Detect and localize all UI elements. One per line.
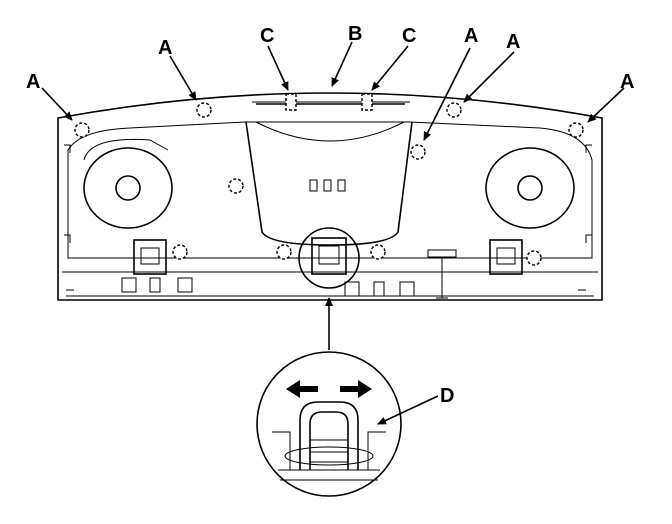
detail-view xyxy=(256,351,402,497)
label-a-left: A xyxy=(26,71,40,93)
label-b: B xyxy=(348,23,362,45)
label-a-right: A xyxy=(620,71,634,93)
left-speaker xyxy=(83,138,173,229)
center-vents xyxy=(309,179,346,192)
clip-icon-group xyxy=(74,93,584,266)
label-a-upper-left: A xyxy=(158,37,172,59)
hook-icon-right xyxy=(489,239,523,275)
hook-icon-left xyxy=(133,239,167,275)
lower-tabs xyxy=(121,249,457,299)
leader-lines xyxy=(41,41,625,425)
callout-circle xyxy=(298,227,360,289)
arrow-left-icon xyxy=(286,380,318,398)
edge-marks xyxy=(64,144,592,291)
label-c-left: C xyxy=(260,25,274,47)
arrow-right-icon xyxy=(340,380,372,398)
right-speaker xyxy=(485,147,575,229)
label-a-upper-right: A xyxy=(506,31,520,53)
shelf-panel xyxy=(57,92,603,301)
label-d: D xyxy=(440,385,454,407)
label-c-right: C xyxy=(402,25,416,47)
label-a-center-right: A xyxy=(464,25,478,47)
hook-icon-center xyxy=(311,237,347,275)
